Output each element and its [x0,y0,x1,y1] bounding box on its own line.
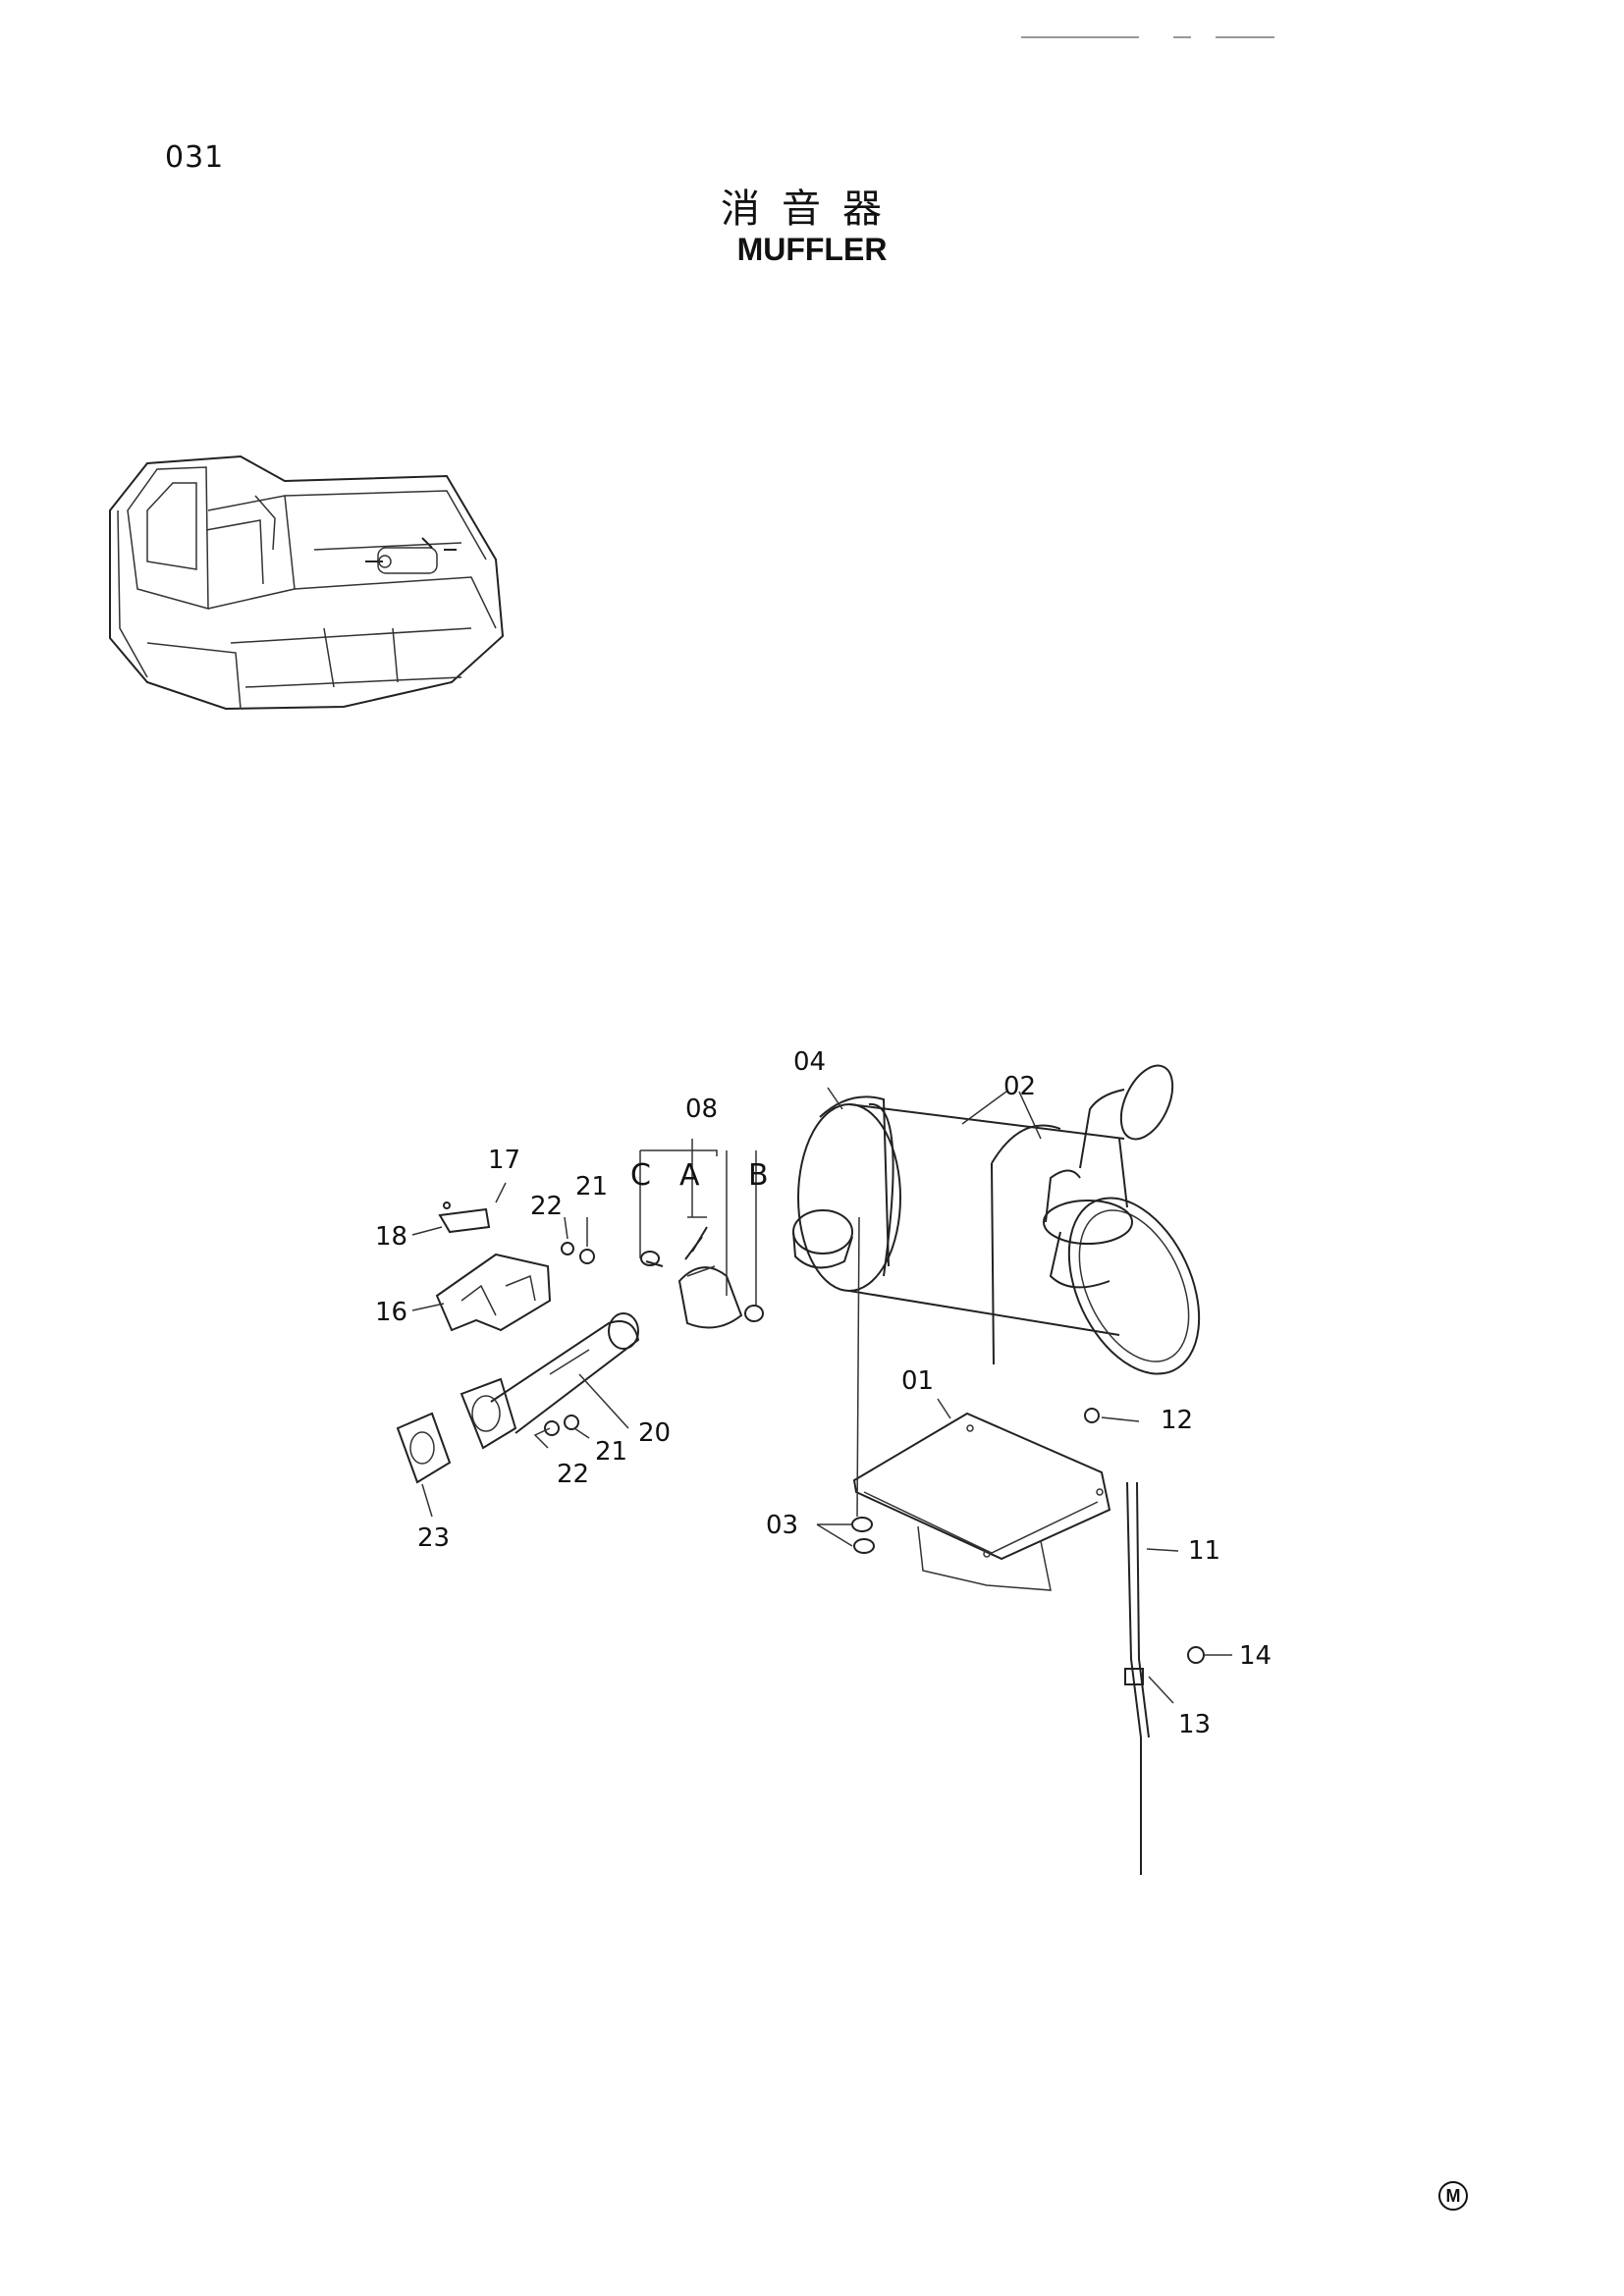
callout-18: 18 [375,1222,407,1252]
callout-21-upper: 21 [575,1172,608,1201]
title-english: MUFFLER [736,232,888,267]
callout-21-lower: 21 [595,1437,627,1467]
callout-16: 16 [375,1298,407,1327]
callout-08: 08 [685,1095,718,1124]
muffler-body [792,1064,1201,1375]
clamp-assembly [640,1216,764,1329]
callout-17: 17 [488,1146,520,1175]
drain-pipe [1084,1408,1205,1875]
leader-lines [411,1087,1232,1704]
callout-11: 11 [1188,1536,1220,1566]
mounting-nuts [851,1216,875,1554]
callout-02: 02 [1003,1072,1036,1101]
callout-22-upper: 22 [530,1192,563,1221]
callout-20: 20 [638,1418,671,1448]
bracket-cover [435,1201,595,1332]
scan-artifact [1173,36,1191,38]
callout-14: 14 [1239,1641,1272,1671]
callout-01: 01 [901,1366,934,1396]
scan-artifact [1021,36,1139,38]
title-japanese: 消音器 [721,187,903,232]
callout-03: 03 [766,1511,798,1540]
callout-letter-b: B [748,1158,769,1193]
callout-letter-c: C [630,1158,651,1193]
callout-23: 23 [417,1523,450,1553]
excavator-locator-illustration [109,454,505,711]
exhaust-pipe [396,1312,640,1484]
callout-12: 12 [1161,1406,1193,1435]
heat-shield [852,1412,1111,1591]
manufacturer-badge: M [1438,2181,1468,2211]
callout-22-lower: 22 [557,1460,589,1489]
page-number: 031 [165,140,225,175]
callout-04: 04 [793,1047,826,1077]
scan-artifact [1216,36,1274,38]
callout-13: 13 [1178,1710,1211,1739]
callout-letter-a: A [679,1158,700,1193]
